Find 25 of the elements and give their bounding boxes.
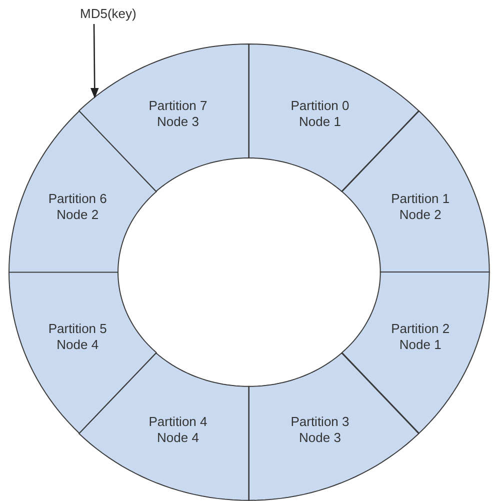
hash-function-label: MD5(key): [80, 6, 136, 22]
node-label: Node 4: [157, 430, 199, 446]
ring-sector: [8, 110, 158, 272]
ring-sector: [340, 272, 490, 434]
partition-label: Partition 2: [391, 321, 450, 338]
partition-label: Partition 1: [391, 190, 450, 207]
ring-sector: [248, 352, 420, 500]
partition-label: Partition 6: [48, 190, 107, 207]
ring-sector: [340, 110, 490, 272]
node-label: Node 3: [157, 114, 199, 130]
node-label: Node 1: [299, 114, 341, 130]
node-label: Node 2: [56, 206, 99, 223]
ring-sector: [248, 44, 420, 192]
ring-sector: [78, 44, 250, 192]
node-label: Node 4: [56, 337, 99, 354]
node-label: Node 3: [299, 430, 341, 446]
partition-label: Partition 4: [148, 414, 208, 430]
arrow: [90, 24, 99, 98]
partition-label: Partition 7: [148, 98, 208, 114]
node-label: Node 1: [399, 337, 442, 354]
node-label: Node 2: [399, 206, 442, 223]
partition-label: Partition 0: [290, 98, 350, 114]
partition-label: Partition 3: [290, 414, 350, 430]
partition-label: Partition 5: [48, 321, 107, 338]
ring-sector: [78, 352, 250, 500]
